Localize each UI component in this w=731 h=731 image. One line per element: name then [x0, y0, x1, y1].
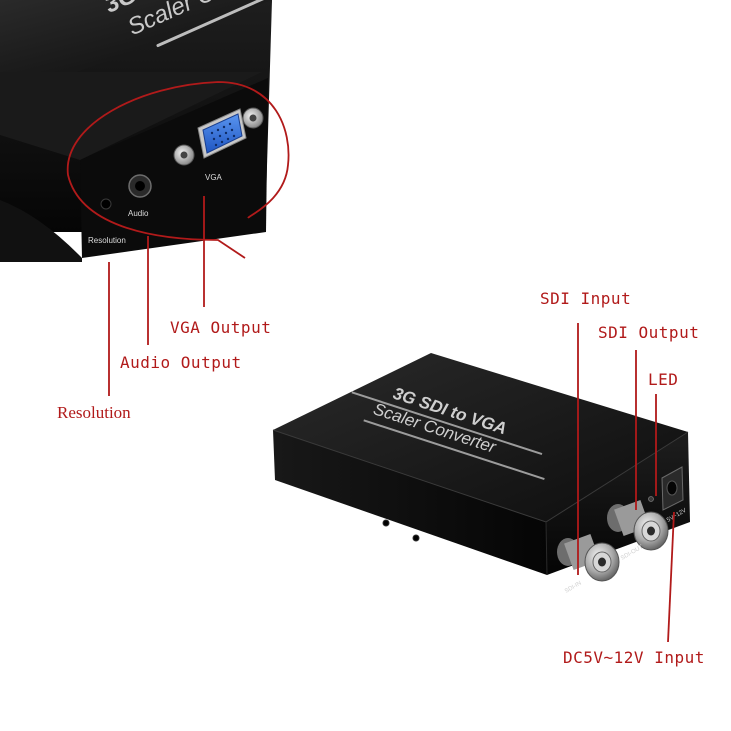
closeup-leader-lines: [108, 196, 205, 396]
closeup-callout-loop: [66, 81, 290, 259]
vga-port: [173, 107, 264, 166]
dc-power-jack: [661, 466, 684, 511]
vga-connector-body: [202, 113, 243, 154]
sdi-output-connector: [607, 500, 669, 551]
full-device: [272, 353, 690, 576]
resolution-button: [100, 198, 112, 210]
audio-port-label: Audio: [128, 209, 149, 218]
sdi-out-port-label: SDI-OUT: [620, 544, 645, 562]
sdi-in-port-label: SDI-IN: [564, 581, 583, 595]
led-callout: LED: [648, 370, 679, 389]
resolution-callout: Resolution: [57, 403, 131, 422]
dc-input-callout: DC5V~12V Input: [563, 648, 705, 667]
sdi-output-callout: SDI Output: [598, 323, 700, 342]
device-leader-lines: [577, 323, 675, 643]
led-indicator: [648, 496, 654, 502]
sdi-input-callout: SDI Input: [540, 289, 632, 308]
sdi-input-connector: [557, 534, 620, 582]
vga-port-label: VGA: [205, 173, 223, 182]
vga-output-callout: VGA Output: [170, 318, 272, 337]
audio-output-callout: Audio Output: [120, 353, 242, 372]
resolution-port-label: Resolution: [88, 236, 126, 245]
audio-jack: [128, 174, 152, 198]
